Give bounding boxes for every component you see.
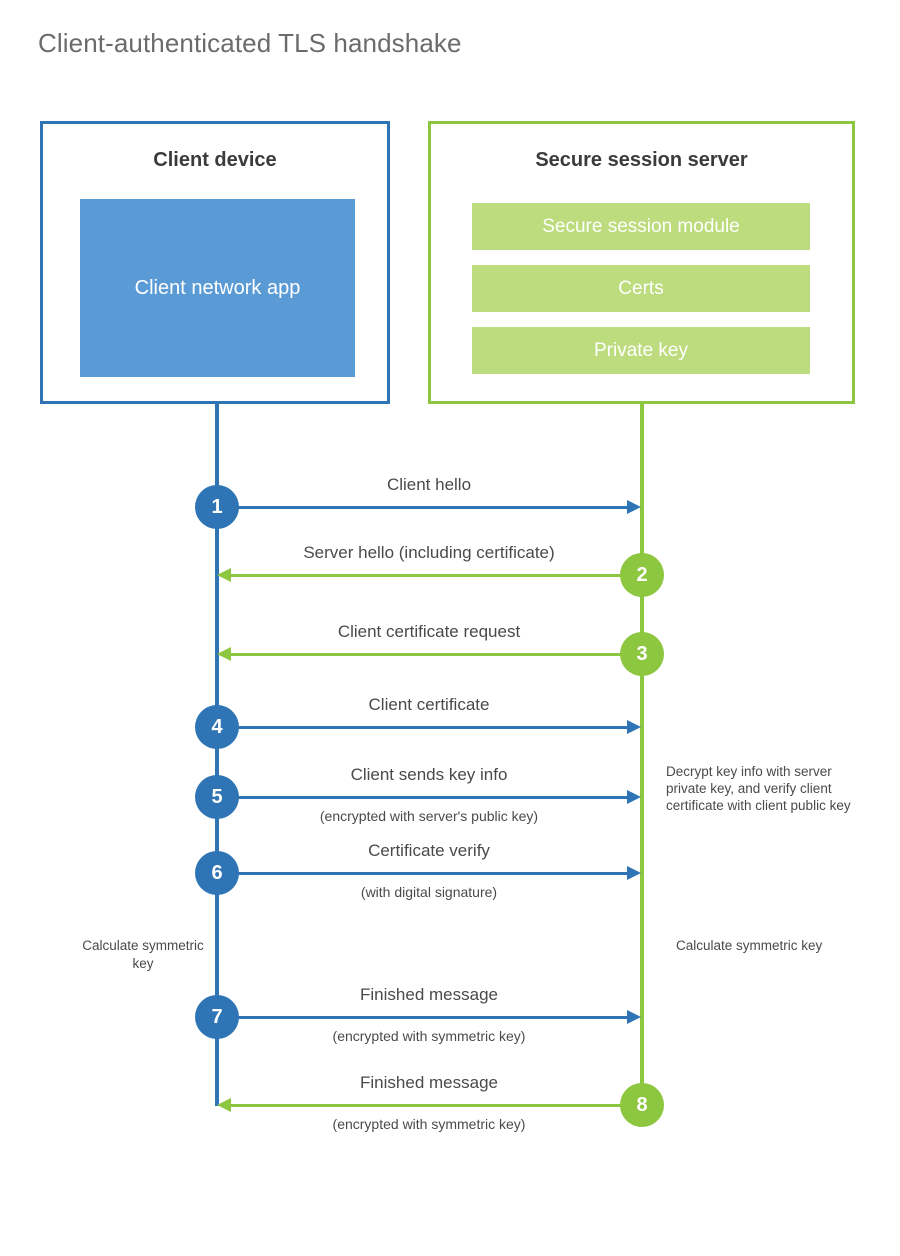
message-arrow-shaft-7 — [217, 1016, 629, 1019]
client-network-app-block: Client network app — [80, 199, 355, 377]
arrow-head-right-icon — [627, 790, 641, 804]
server-component-certs: Certs — [472, 265, 810, 312]
message-sublabel-6: (with digital signature) — [360, 884, 498, 900]
message-label-3: Client certificate request — [337, 622, 521, 641]
client-lifeline — [215, 404, 219, 1106]
step-bubble-3[interactable]: 3 — [620, 632, 664, 676]
page-title: Client-authenticated TLS handshake — [38, 28, 462, 58]
message-sublabel-7: (encrypted with symmetric key) — [332, 1028, 526, 1044]
secure-session-server-box: Secure session server Secure session mod… — [428, 121, 855, 404]
message-label-1: Client hello — [386, 475, 472, 494]
step-bubble-7[interactable]: 7 — [195, 995, 239, 1039]
arrow-head-right-icon — [627, 866, 641, 880]
server-component-private-key: Private key — [472, 327, 810, 374]
message-sublabel-5: (encrypted with server's public key) — [319, 808, 539, 824]
step-bubble-8[interactable]: 8 — [620, 1083, 664, 1127]
step-bubble-1[interactable]: 1 — [195, 485, 239, 529]
message-arrow-shaft-3 — [230, 653, 642, 656]
arrow-head-left-icon — [217, 647, 231, 661]
message-arrow-shaft-6 — [217, 872, 629, 875]
annotation-server-decrypt: Decrypt key info with server private key… — [666, 764, 851, 813]
server-component-secure-session-module: Secure session module — [472, 203, 810, 250]
message-label-6: Certificate verify — [368, 841, 490, 860]
arrow-head-right-icon — [627, 1010, 641, 1024]
message-arrow-shaft-5 — [217, 796, 629, 799]
arrow-head-left-icon — [217, 1098, 231, 1112]
step-bubble-5[interactable]: 5 — [195, 775, 239, 819]
secure-session-server-title: Secure session server — [535, 149, 748, 171]
step-bubble-6[interactable]: 6 — [195, 851, 239, 895]
message-label-2: Server hello (including certificate) — [303, 543, 555, 562]
message-arrow-shaft-8 — [230, 1104, 642, 1107]
annotation-server-calculate-symmetric-key: Calculate symmetric key — [676, 938, 823, 953]
message-sublabel-8: (encrypted with symmetric key) — [332, 1116, 526, 1132]
client-device-box: Client device Client network app — [40, 121, 390, 404]
server-lifeline — [640, 404, 644, 1106]
arrow-head-left-icon — [217, 568, 231, 582]
client-device-title: Client device — [153, 149, 277, 171]
message-label-8: Finished message — [360, 1073, 498, 1092]
arrow-head-right-icon — [627, 500, 641, 514]
message-label-4: Client certificate — [368, 695, 490, 714]
step-bubble-4[interactable]: 4 — [195, 705, 239, 749]
message-arrow-shaft-1 — [217, 506, 629, 509]
message-label-7: Finished message — [360, 985, 498, 1004]
message-label-5: Client sends key info — [350, 765, 508, 784]
message-arrow-shaft-2 — [230, 574, 642, 577]
annotation-client-calculate-symmetric-key: Calculate symmetric key — [82, 938, 204, 971]
step-bubble-2[interactable]: 2 — [620, 553, 664, 597]
arrow-head-right-icon — [627, 720, 641, 734]
message-arrow-shaft-4 — [217, 726, 629, 729]
